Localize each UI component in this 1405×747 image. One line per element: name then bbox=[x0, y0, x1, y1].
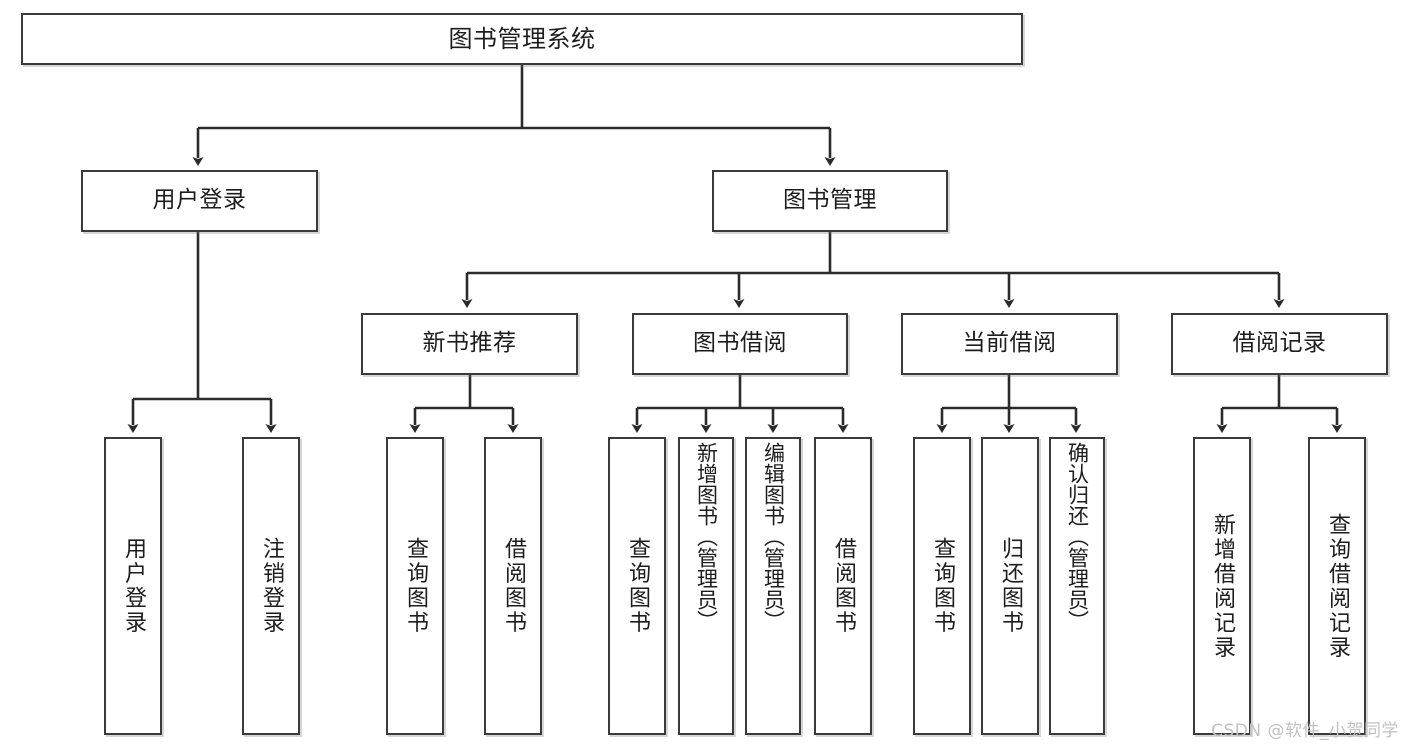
node-label: 查询借阅记录 bbox=[1325, 512, 1350, 660]
node-label: 查询图书 bbox=[403, 537, 428, 635]
node-borrow-record[interactable]: 借阅记录 bbox=[1171, 313, 1388, 375]
node-label: 用户登录 bbox=[121, 537, 146, 635]
leaf-logout[interactable]: 注销登录 bbox=[242, 437, 300, 735]
node-label: 归还图书 bbox=[998, 537, 1023, 635]
node-book-management[interactable]: 图书管理 bbox=[712, 170, 948, 232]
leaf-query-book-borrow[interactable]: 查询图书 bbox=[608, 437, 666, 735]
leaf-query-book-current[interactable]: 查询图书 bbox=[913, 437, 971, 735]
leaf-add-borrow-record[interactable]: 新增借阅记录 bbox=[1193, 437, 1251, 735]
node-label: 新增借阅记录 bbox=[1210, 512, 1235, 660]
node-label: 查询图书 bbox=[625, 537, 650, 635]
node-label: 新书推荐 bbox=[422, 330, 517, 357]
leaf-borrow-book-recommend[interactable]: 借阅图书 bbox=[484, 437, 542, 735]
node-label: 借阅图书 bbox=[501, 537, 526, 635]
node-label: 借阅记录 bbox=[1232, 330, 1327, 357]
leaf-borrow-book[interactable]: 借阅图书 bbox=[814, 437, 872, 735]
node-label: 新增图书（管理员） bbox=[694, 442, 719, 631]
leaf-user-login[interactable]: 用户登录 bbox=[104, 437, 162, 735]
node-label: 确认归还（管理员） bbox=[1065, 442, 1090, 631]
leaf-add-book-admin[interactable]: 新增图书（管理员） bbox=[678, 437, 734, 735]
node-new-book-recommend[interactable]: 新书推荐 bbox=[361, 313, 578, 375]
leaf-query-borrow-record[interactable]: 查询借阅记录 bbox=[1308, 437, 1366, 735]
node-book-borrow[interactable]: 图书借阅 bbox=[632, 313, 848, 375]
node-label: 当前借阅 bbox=[962, 330, 1057, 357]
node-label: 注销登录 bbox=[259, 537, 284, 635]
node-label: 图书管理系统 bbox=[448, 24, 596, 53]
leaf-return-book[interactable]: 归还图书 bbox=[981, 437, 1039, 735]
leaf-query-book-recommend[interactable]: 查询图书 bbox=[386, 437, 444, 735]
leaf-edit-book-admin[interactable]: 编辑图书（管理员） bbox=[745, 437, 801, 735]
node-root-system[interactable]: 图书管理系统 bbox=[21, 13, 1023, 65]
node-label: 图书管理 bbox=[783, 187, 877, 214]
node-label: 借阅图书 bbox=[831, 537, 856, 635]
leaf-confirm-return-admin[interactable]: 确认归还（管理员） bbox=[1049, 437, 1105, 735]
node-label: 用户登录 bbox=[152, 187, 247, 214]
node-current-borrow[interactable]: 当前借阅 bbox=[901, 313, 1118, 375]
node-label: 编辑图书（管理员） bbox=[761, 442, 786, 631]
csdn-watermark: CSDN @软件_小贺同学 bbox=[1211, 721, 1399, 741]
node-label: 图书借阅 bbox=[693, 330, 787, 357]
node-user-login[interactable]: 用户登录 bbox=[81, 170, 318, 232]
node-label: 查询图书 bbox=[930, 537, 955, 635]
